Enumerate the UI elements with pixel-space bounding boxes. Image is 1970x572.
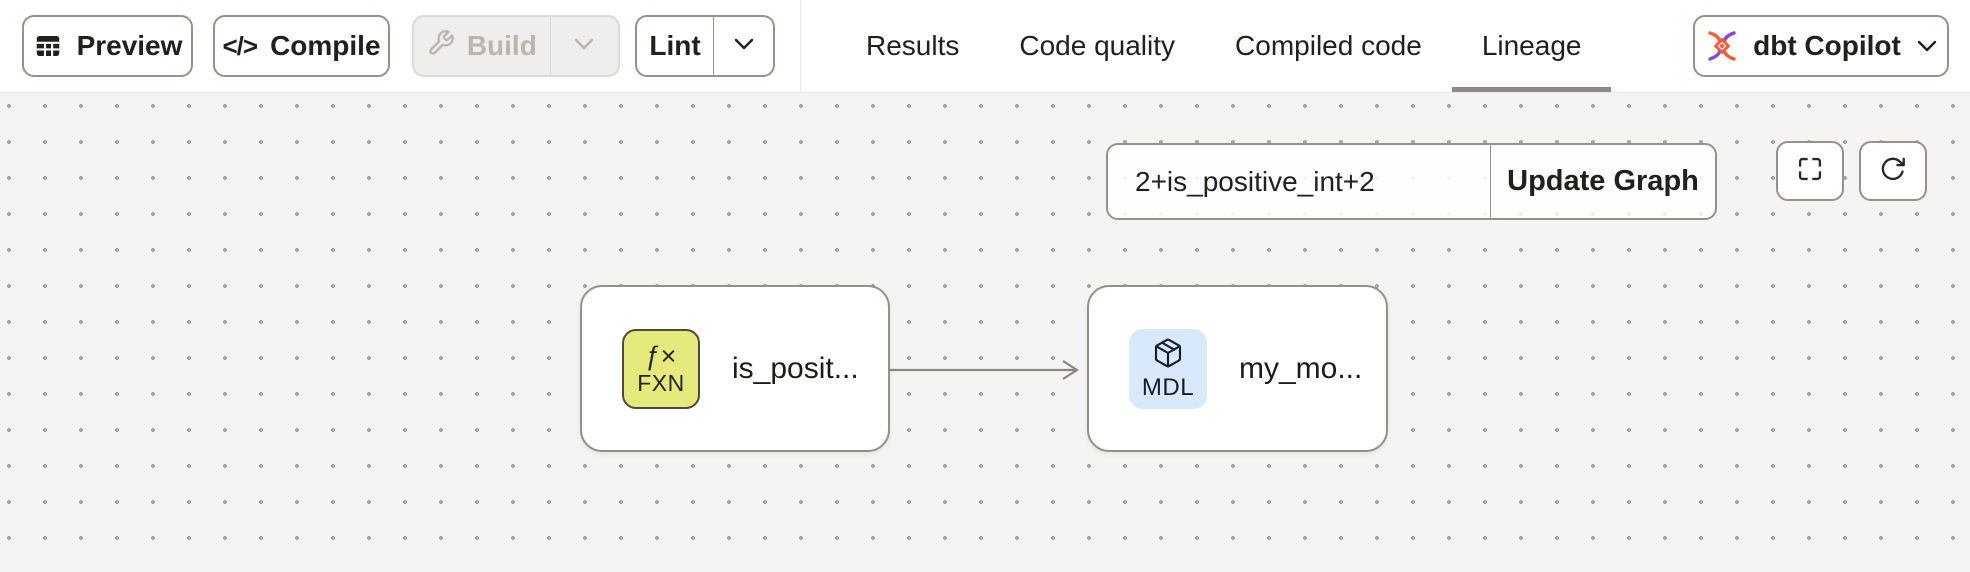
refresh-icon (1879, 155, 1907, 188)
lineage-edge-arrow (889, 360, 1080, 380)
lint-button-divider (713, 17, 714, 75)
lineage-node-function[interactable]: ƒ× FXN is_posit... (580, 285, 890, 452)
chevron-down-icon (1916, 39, 1938, 53)
build-button-label: Build (466, 30, 537, 61)
compile-button-label: Compile (270, 30, 381, 61)
top-toolbar: Preview </> Compile Build (0, 0, 1970, 93)
lineage-selector-input[interactable]: 2+is_positive_int+2 (1108, 145, 1491, 218)
tab-label: Lineage (1481, 30, 1582, 61)
lint-split-button: Lint (635, 15, 775, 77)
build-split-button: Build (412, 15, 620, 77)
tab-label: Results (866, 30, 960, 61)
fullscreen-button[interactable] (1776, 141, 1844, 201)
node-label: is_posit... (732, 351, 859, 385)
model-badge-code: MDL (1141, 374, 1195, 402)
preview-button-label: Preview (76, 30, 183, 61)
tab-code-quality[interactable]: Code quality (989, 0, 1205, 92)
result-panel-tabs: Results Code quality Compiled code Linea… (836, 0, 1612, 92)
chevron-down-icon (573, 37, 595, 56)
lint-dropdown-toggle[interactable] (714, 17, 773, 75)
build-button[interactable]: Build (414, 17, 550, 75)
function-badge-icon: ƒ× FXN (622, 328, 700, 409)
toolbar-tabs-divider (800, 0, 801, 92)
chevron-down-icon (733, 37, 755, 56)
build-dropdown-toggle[interactable] (551, 17, 618, 75)
preview-button[interactable]: Preview (22, 15, 193, 77)
build-button-divider (549, 17, 551, 75)
package-icon (1152, 337, 1184, 374)
tab-label: Compiled code (1235, 30, 1422, 61)
graph-controls: 2+is_positive_int+2 Update Graph (1106, 143, 1717, 220)
update-graph-button[interactable]: Update Graph (1491, 145, 1715, 218)
node-label: my_mo... (1239, 351, 1363, 385)
tab-lineage[interactable]: Lineage (1451, 0, 1612, 92)
update-graph-label: Update Graph (1507, 165, 1699, 197)
function-badge-code: FXN (637, 369, 685, 396)
tab-results[interactable]: Results (836, 0, 989, 92)
lint-button[interactable]: Lint (637, 17, 713, 75)
table-icon (33, 31, 63, 61)
wrench-icon (427, 29, 455, 64)
fullscreen-icon (1796, 155, 1824, 188)
dbt-copilot-label: dbt Copilot (1753, 30, 1901, 61)
compile-button[interactable]: </> Compile (213, 15, 390, 77)
dbt-copilot-button[interactable]: dbt Copilot (1693, 15, 1949, 77)
fx-symbol: ƒ× (645, 341, 677, 372)
lineage-canvas[interactable]: 2+is_positive_int+2 Update Graph (0, 93, 1970, 572)
tab-compiled-code[interactable]: Compiled code (1205, 0, 1452, 92)
dbt-logo-icon (1704, 28, 1740, 64)
tab-label: Code quality (1019, 30, 1176, 61)
lineage-node-model[interactable]: MDL my_mo... (1087, 285, 1388, 452)
refresh-graph-button[interactable] (1859, 141, 1927, 201)
model-badge-icon: MDL (1129, 328, 1207, 409)
code-icon: </> (222, 30, 258, 61)
lint-button-label: Lint (649, 30, 701, 61)
lineage-selector-value: 2+is_positive_int+2 (1135, 165, 1375, 197)
